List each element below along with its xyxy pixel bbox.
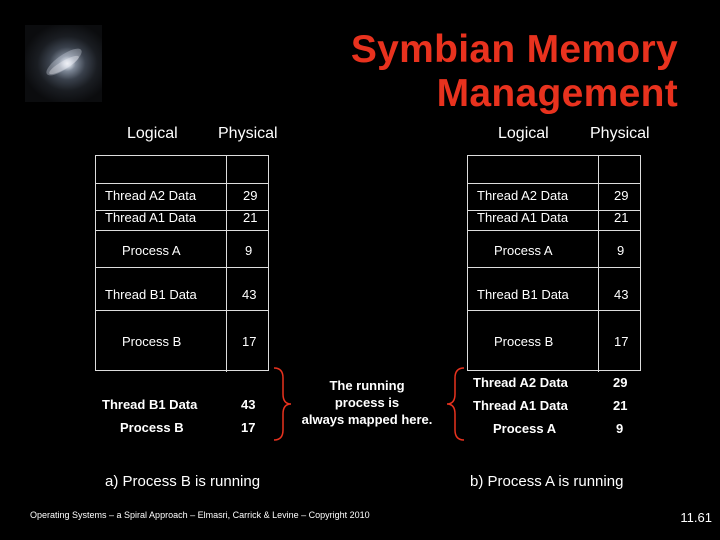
right-extra-1-physical: 29 <box>613 375 628 390</box>
left-row-5-physical: 17 <box>242 334 257 349</box>
left-row-2-physical: 21 <box>243 210 258 225</box>
table-row: Thread B1 Data 43 <box>467 268 641 311</box>
note-line-3: always mapped here. <box>301 412 433 427</box>
title-line-2: Management <box>436 72 678 115</box>
caption-b: b) Process A is running <box>470 473 624 490</box>
copyright-footer: Operating Systems – a Spiral Approach – … <box>30 510 370 520</box>
right-row-1-logical: Thread A2 Data <box>477 188 569 203</box>
left-row-3-logical: Process A <box>122 243 181 258</box>
table-row: Process A 9 <box>467 231 641 268</box>
table-row: Thread B1 Data 43 <box>95 268 269 311</box>
title-line-1: Symbian Memory <box>350 28 678 71</box>
right-extra-2-logical: Thread A1 Data <box>473 398 568 413</box>
left-physical-header: Physical <box>218 125 278 142</box>
right-physical-header: Physical <box>590 125 650 142</box>
left-row-1-logical: Thread A2 Data <box>105 188 197 203</box>
left-extra-1-logical: Thread B1 Data <box>102 397 198 412</box>
left-row-4-logical: Thread B1 Data <box>105 287 197 302</box>
right-row-5-logical: Process B <box>494 334 554 349</box>
left-memory-table: Thread A2 Data 29 Thread A1 Data 21 Proc… <box>95 155 269 372</box>
left-row-4-physical: 43 <box>242 287 257 302</box>
table-row <box>467 155 641 184</box>
right-row-3-logical: Process A <box>494 243 553 258</box>
right-extra-3-logical: Process A <box>493 421 557 436</box>
table-row: Process B 17 <box>95 311 269 371</box>
caption-a: a) Process B is running <box>105 473 261 490</box>
left-row-3-physical: 9 <box>245 243 253 258</box>
table-row: Thread A2 Data 29 <box>467 183 641 211</box>
table-row <box>95 155 269 184</box>
note-line-1: The running <box>329 378 405 393</box>
right-row-2-logical: Thread A1 Data <box>477 210 569 225</box>
left-row-5-logical: Process B <box>122 334 182 349</box>
right-row-4-physical: 43 <box>614 287 629 302</box>
left-extra-1-physical: 43 <box>241 397 256 412</box>
right-row-2-physical: 21 <box>614 210 629 225</box>
table-row: Process B 17 <box>467 311 641 371</box>
left-row-2-logical: Thread A1 Data <box>105 210 197 225</box>
running-process-note: The running process is always mapped her… <box>292 377 442 428</box>
right-row-1-physical: 29 <box>614 188 629 203</box>
right-row-4-logical: Thread B1 Data <box>477 287 569 302</box>
right-logical-header: Logical <box>498 125 549 142</box>
right-extra-2-physical: 21 <box>613 398 628 413</box>
right-memory-table: Thread A2 Data 29 Thread A1 Data 21 Proc… <box>467 155 641 372</box>
right-extra-3-physical: 9 <box>616 421 624 436</box>
page-number: 11.61 <box>680 510 712 525</box>
table-row: Thread A1 Data 21 <box>95 211 269 231</box>
left-extra-2-physical: 17 <box>241 420 256 435</box>
right-row-3-physical: 9 <box>617 243 625 258</box>
table-row: Thread A2 Data 29 <box>95 183 269 211</box>
left-brace-icon <box>273 367 292 441</box>
note-line-2: process is <box>334 395 400 410</box>
right-brace-icon <box>446 367 465 441</box>
right-row-5-physical: 17 <box>614 334 629 349</box>
left-logical-header: Logical <box>127 125 178 142</box>
left-extra-2-logical: Process B <box>120 420 184 435</box>
column-divider <box>598 155 599 372</box>
table-row: Thread A1 Data 21 <box>467 211 641 231</box>
column-divider <box>226 155 227 372</box>
table-row: Process A 9 <box>95 231 269 268</box>
slide-title: Symbian Memory Management <box>351 28 678 116</box>
galaxy-image <box>25 25 102 102</box>
right-extra-1-logical: Thread A2 Data <box>473 375 568 390</box>
left-row-1-physical: 29 <box>243 188 258 203</box>
